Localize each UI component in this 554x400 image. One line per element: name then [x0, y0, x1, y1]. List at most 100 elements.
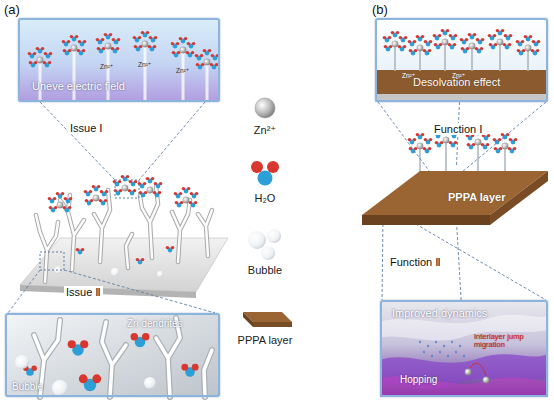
illustration-part: [419, 52, 421, 70]
illustration-part: [34, 318, 212, 397]
illustration-part: [493, 133, 518, 154]
illustration-part: [174, 187, 199, 208]
illustration-part: [258, 171, 273, 186]
illustration-part: [79, 374, 101, 391]
illustration-part: [8, 102, 215, 313]
node-text: Interlayer jump migration: [474, 333, 536, 350]
illustration-part: [253, 322, 292, 327]
zoom-box: Improved dynamicsInterlayer jump migrati…: [380, 300, 548, 397]
node-text: PPPA layer: [448, 191, 528, 203]
illustration-part: [115, 180, 139, 198]
zoom-background: [375, 18, 548, 102]
illustration-part: [251, 161, 263, 173]
legend-item: Bubble: [225, 264, 305, 276]
illustration-part: [131, 333, 150, 347]
function-label: Function Ⅱ: [388, 256, 443, 268]
illustration-part: [471, 50, 473, 70]
layer-face: [362, 215, 490, 225]
illustration-part: [499, 46, 501, 70]
illustration-part: [375, 70, 548, 94]
illustration-part: [15, 355, 29, 369]
node-text: Desolvation effect: [413, 76, 543, 88]
illustration-part: [84, 185, 109, 206]
legend-text: Bubble: [225, 264, 305, 276]
illustration-part: [470, 363, 486, 376]
illustration-part: [136, 258, 145, 265]
illustration-part: [443, 345, 445, 347]
illustration-part: [64, 270, 215, 313]
illustration-part: [488, 29, 513, 50]
illustration-part: [28, 47, 53, 68]
illustration-part: [483, 377, 489, 383]
illustration-part: [133, 31, 158, 52]
illustration-part: [431, 355, 433, 357]
illustration-part: [455, 351, 457, 353]
issue-label: Issue Ⅰ: [68, 122, 105, 134]
illustration-part: [96, 33, 121, 54]
function-label: Function Ⅰ: [432, 123, 485, 135]
illustration-part: [40, 102, 115, 180]
illustration-part: [394, 48, 396, 70]
panel-letter: (b): [372, 3, 388, 17]
illustration-part: [73, 52, 76, 100]
illustration-part: [459, 345, 461, 347]
illustration-part: [157, 271, 163, 277]
illustration-part: [408, 133, 433, 154]
illustration-part: [527, 52, 529, 70]
illustration-part: [144, 46, 147, 100]
illustration-part: [139, 102, 205, 180]
illustration-part: [8, 270, 40, 313]
illustration-part: [18, 18, 220, 102]
zoom-background: [18, 18, 220, 102]
illustration-part: [34, 318, 212, 397]
ion-label: Zn²⁺: [402, 72, 415, 79]
illustration-part: [195, 49, 220, 70]
illustration-part: [171, 37, 196, 58]
illustration-part: [111, 268, 119, 276]
illustration-part: [182, 52, 185, 100]
illustration-part: [144, 377, 156, 389]
node-text: Uneve electric field: [32, 80, 202, 92]
legend-text: H₂O: [225, 192, 305, 204]
pppa-layer: PPPA layer: [360, 165, 550, 227]
ion-label: Zn²⁺: [100, 63, 113, 70]
illustration-part: [460, 33, 485, 54]
illustration-part: [68, 340, 89, 356]
illustration-part: [447, 355, 449, 357]
illustration-part: [451, 341, 453, 343]
illustration-part: [76, 248, 85, 255]
illustration-part: [243, 312, 253, 327]
illustration-part: [267, 161, 279, 173]
illustration-part: [52, 380, 68, 396]
illustration-part: [382, 219, 383, 300]
illustration-part: [255, 98, 275, 118]
illustration-part: [427, 345, 429, 347]
panel-letter: (a): [4, 3, 20, 17]
node-text: Bubble: [12, 381, 72, 392]
illustration-part: [516, 35, 541, 56]
illustration-part: [378, 102, 430, 172]
illustration-part: [463, 355, 465, 357]
illustration-part: [439, 351, 441, 353]
zinc-anode-scene: [8, 102, 228, 313]
legend-text: PPPA layer: [225, 334, 305, 346]
illustration-part: [444, 46, 446, 70]
illustration-part: [40, 252, 64, 270]
illustration-part: [462, 102, 546, 172]
node-text: Zn dendrites: [127, 318, 217, 329]
illustration-part: [181, 364, 198, 377]
illustration-part: [383, 31, 408, 52]
illustration-part: [36, 186, 212, 282]
illustration-part: [261, 246, 275, 260]
illustration-part: [107, 48, 110, 100]
legend-item: Zn²⁺: [225, 124, 305, 136]
illustration-part: [166, 246, 175, 253]
illustration-part: [36, 186, 212, 282]
ion-label: Zn²⁺: [452, 72, 465, 79]
illustration-part: [267, 229, 281, 243]
illustration-part: [248, 231, 266, 249]
illustration-part: [5, 313, 220, 397]
illustration-part: [206, 64, 209, 100]
legend-item: PPPA layer: [225, 334, 305, 346]
